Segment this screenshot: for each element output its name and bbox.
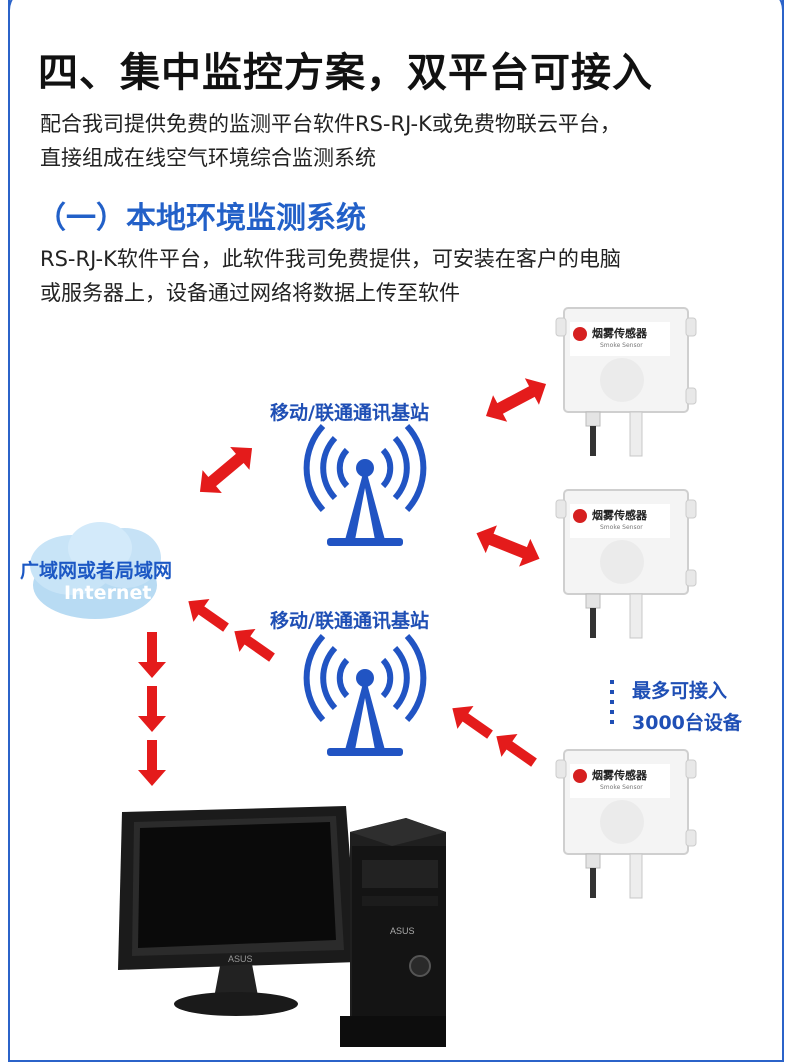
intro-line-1: 配合我司提供免费的监测平台软件RS-RJ-K或免费物联云平台， [40,112,621,136]
arrow-sensor3-station2-2 [488,724,543,775]
sensor-2-name: 烟雾传感器 [592,509,647,522]
base-station-tower-icon-1 [307,426,424,546]
sensor-3-name: 烟雾传感器 [592,769,647,782]
arrow-down-2 [138,686,166,732]
sensor-1-sub: Smoke Sensor [600,342,643,349]
computer-tower-icon [340,818,446,1047]
computer-monitor-icon [118,806,358,1016]
max-devices-line-1: 最多可接入 [632,680,728,702]
station-label-1: 移动/联通通讯基站 [270,402,429,424]
max-devices-line-2: 3000台设备 [632,712,742,734]
section-desc-line-2: 或服务器上，设备通过网络将数据上传至软件 [40,281,460,305]
intro-line-2: 直接组成在线空气环境综合监测系统 [40,146,376,170]
arrow-sensor2-station1 [470,519,546,573]
monitor-brand-text: ASUS [228,954,253,964]
arrow-station2-cloud-1 [180,589,235,640]
arrow-station1-cloud [190,436,262,504]
sensor-2-sub: Smoke Sensor [600,524,643,531]
sensor-3-sub: Smoke Sensor [600,784,643,791]
page-title: 四、集中监控方案，双平台可接入 [38,50,653,96]
station-label-2: 移动/联通通讯基站 [270,610,429,632]
arrow-down-3 [138,740,166,786]
arrow-down-1 [138,632,166,678]
section-title: （一）本地环境监测系统 [36,201,366,236]
arrow-sensor3-station2-1 [444,696,499,747]
arrow-sensor1-station1 [478,370,554,430]
cloud-label-en: Internet [64,582,152,604]
sensor-1-name: 烟雾传感器 [592,327,647,340]
base-station-tower-icon-2 [307,636,424,756]
cloud-label-cn: 广域网或者局域网 [20,560,173,582]
cloud-icon [30,522,161,619]
tower-brand-text: ASUS [390,926,415,936]
section-desc-line-1: RS-RJ-K软件平台，此软件我司免费提供，可安装在客户的电脑 [40,247,621,271]
